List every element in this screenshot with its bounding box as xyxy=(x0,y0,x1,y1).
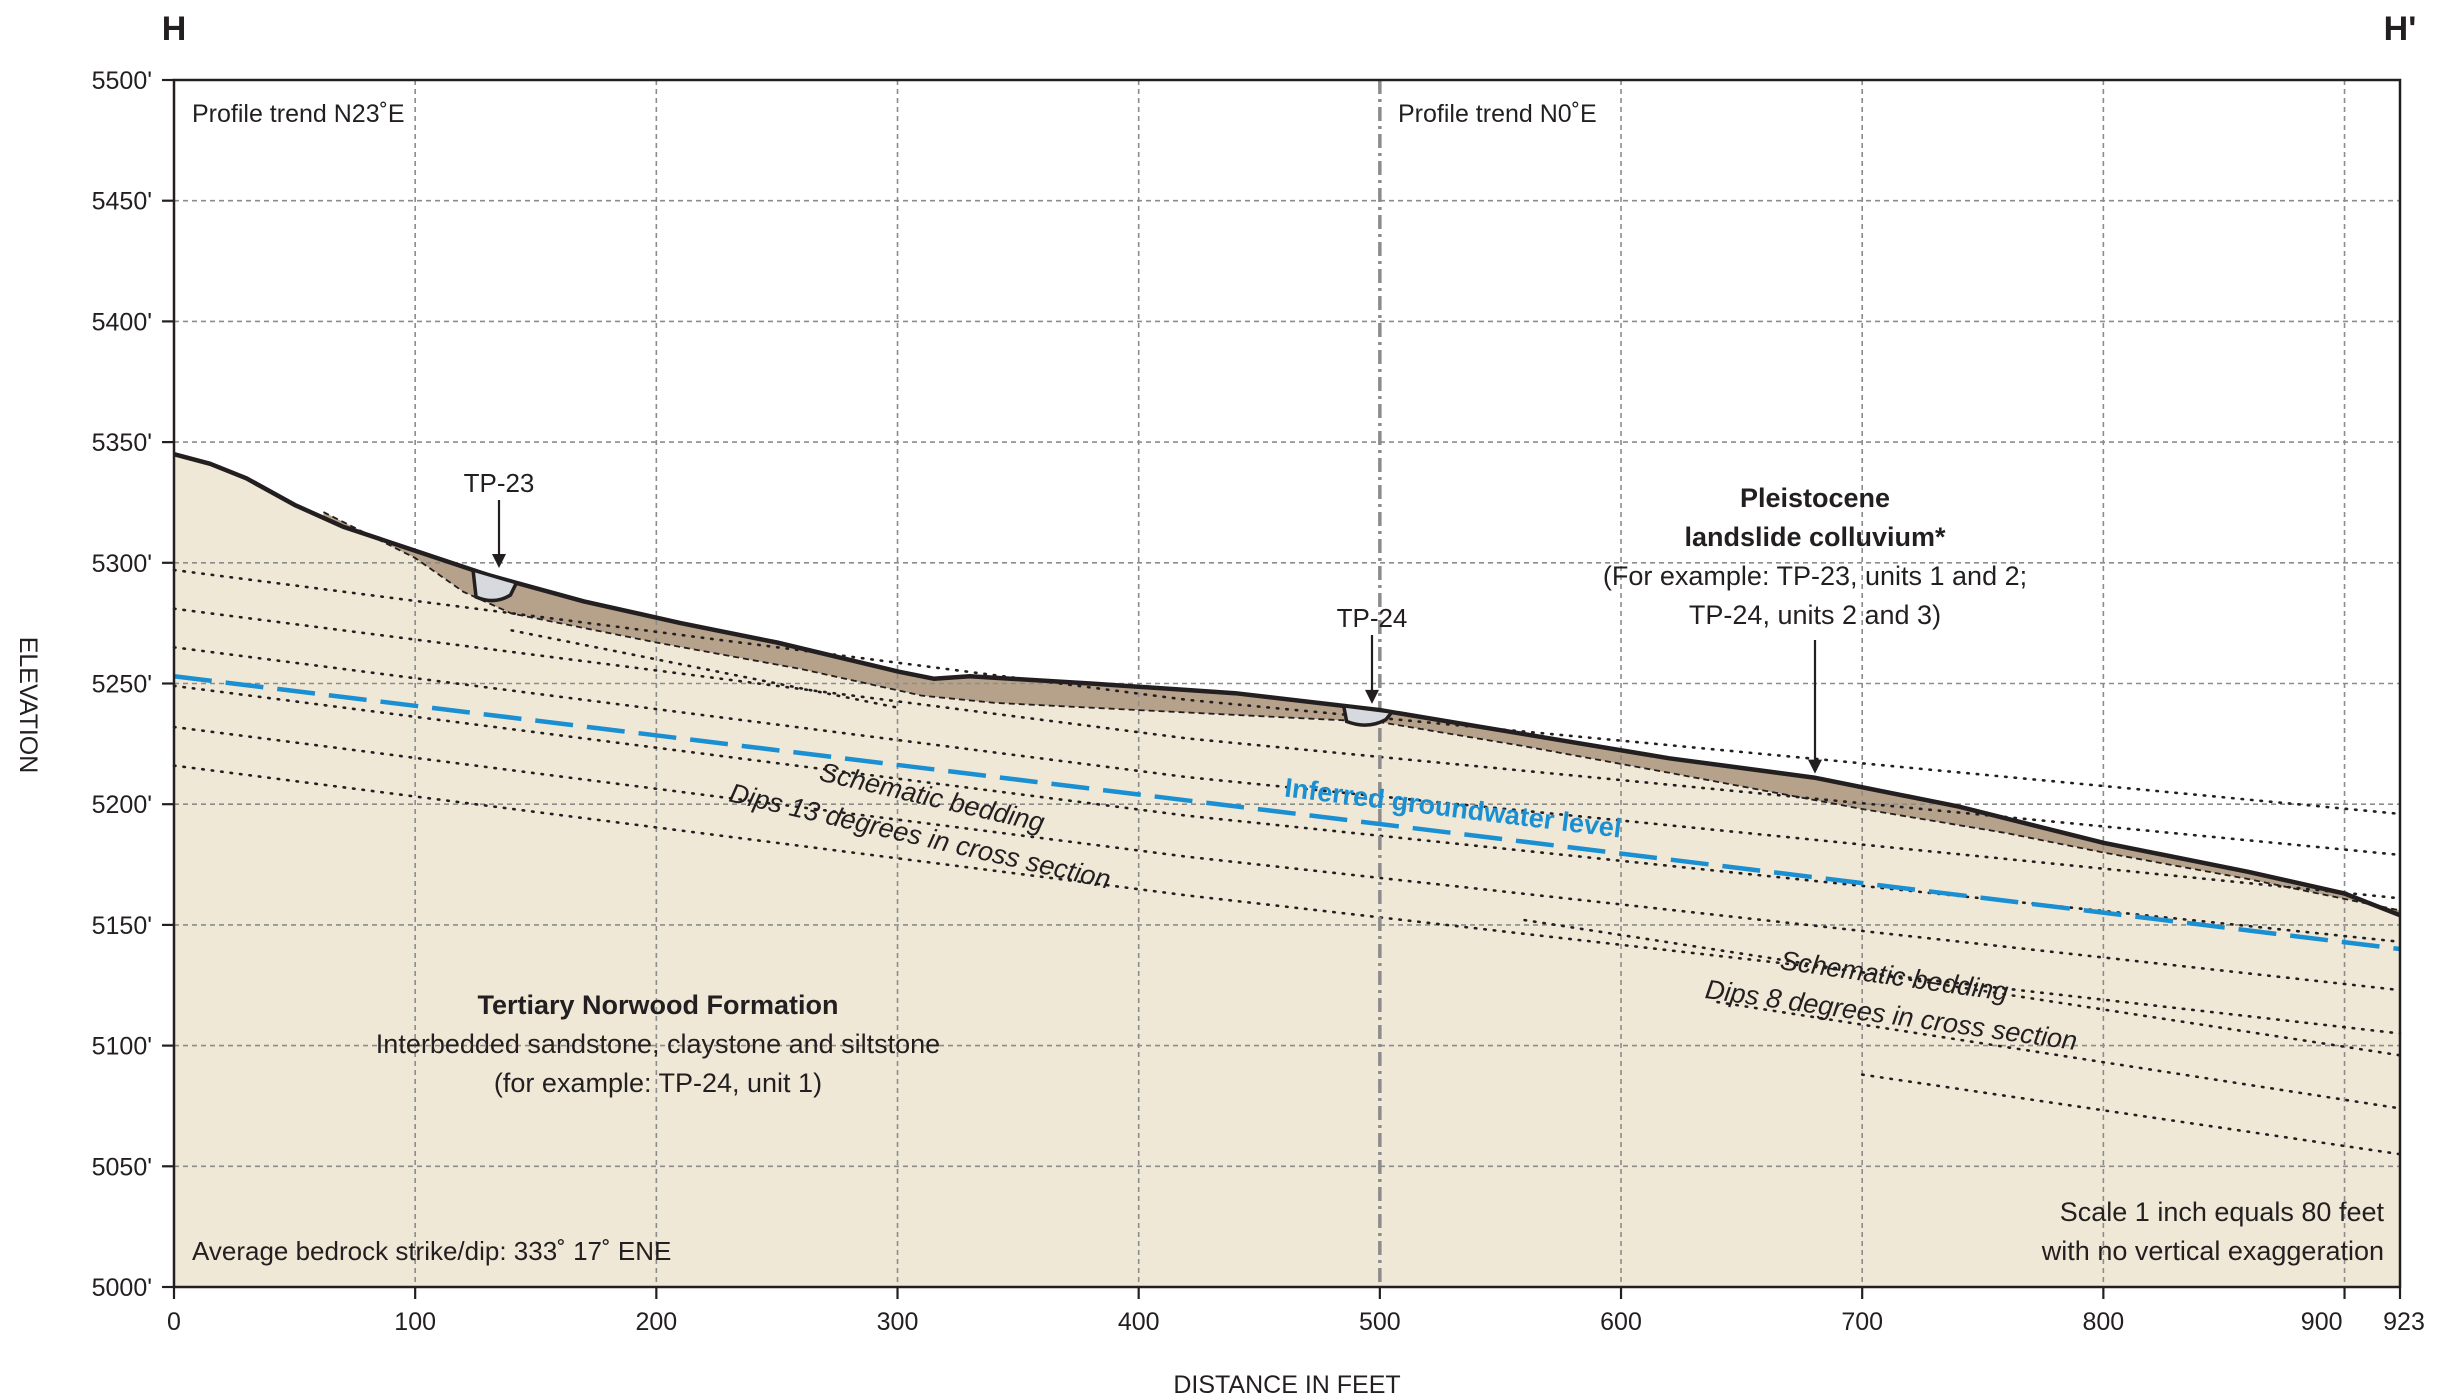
test-pit-24-symbol xyxy=(1341,703,1396,727)
profile-trend-left: Profile trend N23˚E xyxy=(192,100,405,128)
y-tick-label: 5000' xyxy=(92,1274,152,1302)
profile-trend-right: Profile trend N0˚E xyxy=(1398,100,1597,128)
x-tick-label: 100 xyxy=(394,1308,436,1336)
strike-dip-note: Average bedrock strike/dip: 333˚ 17˚ ENE xyxy=(192,1236,671,1266)
colluvium-title-line2: landslide colluvium* xyxy=(1684,522,1946,552)
y-tick-label: 5150' xyxy=(92,912,152,940)
section-start-label: H xyxy=(162,10,187,48)
x-tick-label: 200 xyxy=(635,1308,677,1336)
bedding-line xyxy=(510,629,899,709)
x-tick-label: 700 xyxy=(1841,1308,1883,1336)
y-axis-title: ELEVATION xyxy=(14,637,42,774)
x-tick-label: 400 xyxy=(1118,1308,1160,1336)
test-pit-24-label: TP-24 xyxy=(1337,603,1408,633)
arrowhead xyxy=(492,554,506,569)
x-tick-label: 600 xyxy=(1600,1308,1642,1336)
bedding-line xyxy=(172,645,2402,900)
test-pit-23-label: TP-23 xyxy=(464,468,535,498)
bedding-line xyxy=(172,568,2402,816)
x-tick-label: 0 xyxy=(167,1308,181,1336)
y-tick-label: 5500' xyxy=(92,67,152,95)
colluvium-base-contact xyxy=(323,511,2401,912)
y-tick-label: 5050' xyxy=(92,1153,152,1181)
y-tick-label: 5350' xyxy=(92,429,152,457)
y-tick-label: 5300' xyxy=(92,550,152,578)
section-end-label: H' xyxy=(2384,10,2417,48)
x-tick-label: 900 xyxy=(2301,1308,2343,1336)
x-tick-label: 923 xyxy=(2383,1308,2425,1336)
bedding-line xyxy=(1716,1000,2402,1110)
x-tick-label: 800 xyxy=(2083,1308,2125,1336)
bedding-line xyxy=(172,725,2402,992)
y-tick-label: 5450' xyxy=(92,188,152,216)
leader-arrows xyxy=(492,500,1822,774)
x-axis-tick-labels: 0 100 200 300 400 500 600 700 800 900 923 xyxy=(167,1308,2425,1336)
x-tick-label: 500 xyxy=(1359,1308,1401,1336)
groundwater-level-line xyxy=(173,674,2401,952)
y-tick-label: 5200' xyxy=(92,791,152,819)
arrowhead xyxy=(1808,759,1822,774)
grid-lines xyxy=(174,80,2400,1287)
colluvium-note-line2: TP-24, units 2 and 3) xyxy=(1689,600,1941,630)
colluvium-title-line1: Pleistocene xyxy=(1740,483,1890,513)
axis-ticks xyxy=(162,78,2402,1299)
x-axis-title: DISTANCE IN FEET xyxy=(1173,1371,1400,1396)
ground-surface-profile xyxy=(173,452,2401,918)
colluvium-note-line1: (For example: TP-23, units 1 and 2; xyxy=(1603,561,2027,591)
bedrock-example: (for example: TP-24, unit 1) xyxy=(494,1068,822,1098)
y-tick-label: 5100' xyxy=(92,1033,152,1061)
x-tick-label: 300 xyxy=(877,1308,919,1336)
y-tick-label: 5250' xyxy=(92,671,152,699)
y-axis-tick-labels: 5500' 5450' 5400' 5350' 5300' 5250' 5200' 5150'… xyxy=(92,67,152,1302)
y-tick-label: 5400' xyxy=(92,308,152,336)
bedrock-description: Interbedded sandstone, claystone and sil… xyxy=(376,1029,940,1059)
arrowhead xyxy=(1365,689,1379,704)
bedding-line xyxy=(172,764,2402,1035)
scale-note-line1: Scale 1 inch equals 80 feet xyxy=(2060,1197,2385,1227)
bedrock-title: Tertiary Norwood Formation xyxy=(477,990,838,1020)
scale-note-line2: with no vertical exaggeration xyxy=(2041,1236,2384,1266)
norwood-formation-bedrock xyxy=(174,454,2400,1287)
test-pit-23-symbol xyxy=(471,567,519,603)
